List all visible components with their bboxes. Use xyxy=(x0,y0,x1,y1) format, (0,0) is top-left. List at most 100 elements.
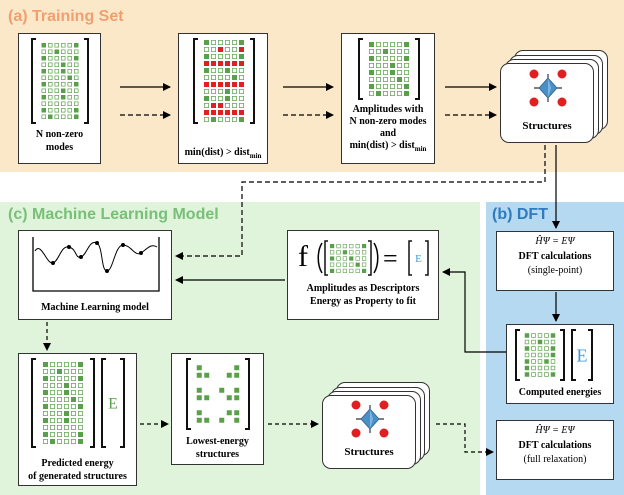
mode-cell xyxy=(61,62,66,67)
mode-cell xyxy=(329,262,335,267)
mode-cell xyxy=(397,84,402,89)
mode-cell xyxy=(43,404,48,409)
matrix-bracket-left xyxy=(186,358,191,430)
mode-cell xyxy=(64,376,69,381)
mode-cell xyxy=(67,69,72,74)
data-point xyxy=(79,255,83,259)
fit-label-line1: Amplitudes as Descriptors xyxy=(306,283,420,294)
dft-fr-equation: ĤΨ = EΨ xyxy=(535,425,575,436)
atom-red xyxy=(379,428,389,438)
mode-cell xyxy=(550,333,556,338)
mode-cell xyxy=(537,339,543,345)
step1-label-line1: N non-zero xyxy=(35,129,84,140)
training-step-3: Amplitudes with N non-zero modes and min… xyxy=(341,33,435,164)
mode-cell xyxy=(48,43,53,48)
mode-cell xyxy=(43,439,48,444)
mode-cell xyxy=(43,376,48,381)
mode-cell xyxy=(43,390,48,395)
mode-cell xyxy=(349,268,354,273)
structures-card-front: Structures xyxy=(322,395,416,469)
mode-cell xyxy=(349,256,354,261)
mode-cell xyxy=(74,108,79,113)
mode-cell xyxy=(50,411,55,416)
mode-cell xyxy=(362,256,367,261)
mode-cell xyxy=(550,352,556,358)
mode-cell xyxy=(369,84,374,89)
step1-label-line2: modes xyxy=(45,142,74,153)
mode-cell xyxy=(74,62,79,67)
mode-cell xyxy=(71,383,76,388)
mode-cell xyxy=(369,56,374,61)
mode-cell xyxy=(43,432,48,437)
predicted-energy-box: E Predicted energy of generated structur… xyxy=(18,353,137,486)
mode-cell xyxy=(50,439,55,444)
mode-cell xyxy=(239,117,244,122)
mode-cell xyxy=(232,103,237,108)
mode-cell xyxy=(362,268,367,273)
mode-cell xyxy=(369,42,374,47)
mode-cell xyxy=(404,84,409,89)
matrix-bracket-right xyxy=(560,329,565,381)
mode-cell xyxy=(376,49,381,54)
mode-cell xyxy=(362,250,367,255)
mode-cell xyxy=(404,63,409,68)
mode-cell xyxy=(218,82,223,87)
ml-model-title: (c) Machine Learning Model xyxy=(8,206,219,223)
mode-cell xyxy=(54,95,59,100)
mode-cell xyxy=(232,89,237,94)
mode-cell xyxy=(211,110,216,115)
amplitude-matrix-1 xyxy=(31,38,89,124)
mode-cell xyxy=(376,63,381,68)
mode-cell xyxy=(544,339,549,345)
atom-red xyxy=(557,97,567,107)
mode-cell xyxy=(71,432,76,437)
computed-energies-matrix xyxy=(515,329,565,381)
mode-cell xyxy=(61,49,66,54)
mode-cell xyxy=(74,49,79,54)
mode-cell xyxy=(48,56,53,61)
mode-cell xyxy=(234,395,240,401)
mode-cell xyxy=(43,397,48,402)
formula-equals: = xyxy=(383,244,398,273)
crystal-structure-icon xyxy=(351,400,389,438)
mode-cell xyxy=(50,376,55,381)
matrix-bracket-left xyxy=(193,38,198,124)
mode-cell xyxy=(524,372,530,377)
mode-cell xyxy=(390,56,395,61)
matrix-bracket-right xyxy=(250,38,255,124)
mode-cell xyxy=(211,117,216,122)
mode-cell xyxy=(61,95,66,100)
mode-cell xyxy=(43,411,48,416)
mode-cell xyxy=(232,96,237,101)
matrix-bracket-right xyxy=(368,240,372,276)
paren-left xyxy=(317,242,323,274)
mode-cell xyxy=(531,352,536,358)
mode-cell xyxy=(390,91,395,96)
mode-cell xyxy=(362,244,367,249)
mode-cell xyxy=(376,56,381,61)
mode-cell xyxy=(78,383,83,388)
mode-cell xyxy=(48,108,53,113)
mode-cell xyxy=(57,383,62,388)
mode-cell xyxy=(383,91,388,96)
mode-cell xyxy=(232,82,237,87)
mode-cell xyxy=(232,47,237,52)
mode-cell xyxy=(64,369,69,374)
mode-cell xyxy=(78,376,83,381)
mode-cell xyxy=(225,82,230,87)
mode-cell xyxy=(524,346,530,351)
mode-cell xyxy=(355,268,360,273)
mode-cell xyxy=(218,103,223,108)
mode-cell xyxy=(232,40,237,45)
mode-cell xyxy=(531,333,536,338)
mode-cell xyxy=(330,256,335,261)
mode-cell xyxy=(78,432,83,437)
mode-cell xyxy=(61,114,66,119)
mode-cell xyxy=(225,75,230,80)
mode-cell xyxy=(369,77,374,82)
mode-cell xyxy=(50,425,55,430)
mode-cell xyxy=(74,56,79,61)
matrix-bracket-right xyxy=(588,329,593,381)
mode-cell xyxy=(550,346,556,351)
